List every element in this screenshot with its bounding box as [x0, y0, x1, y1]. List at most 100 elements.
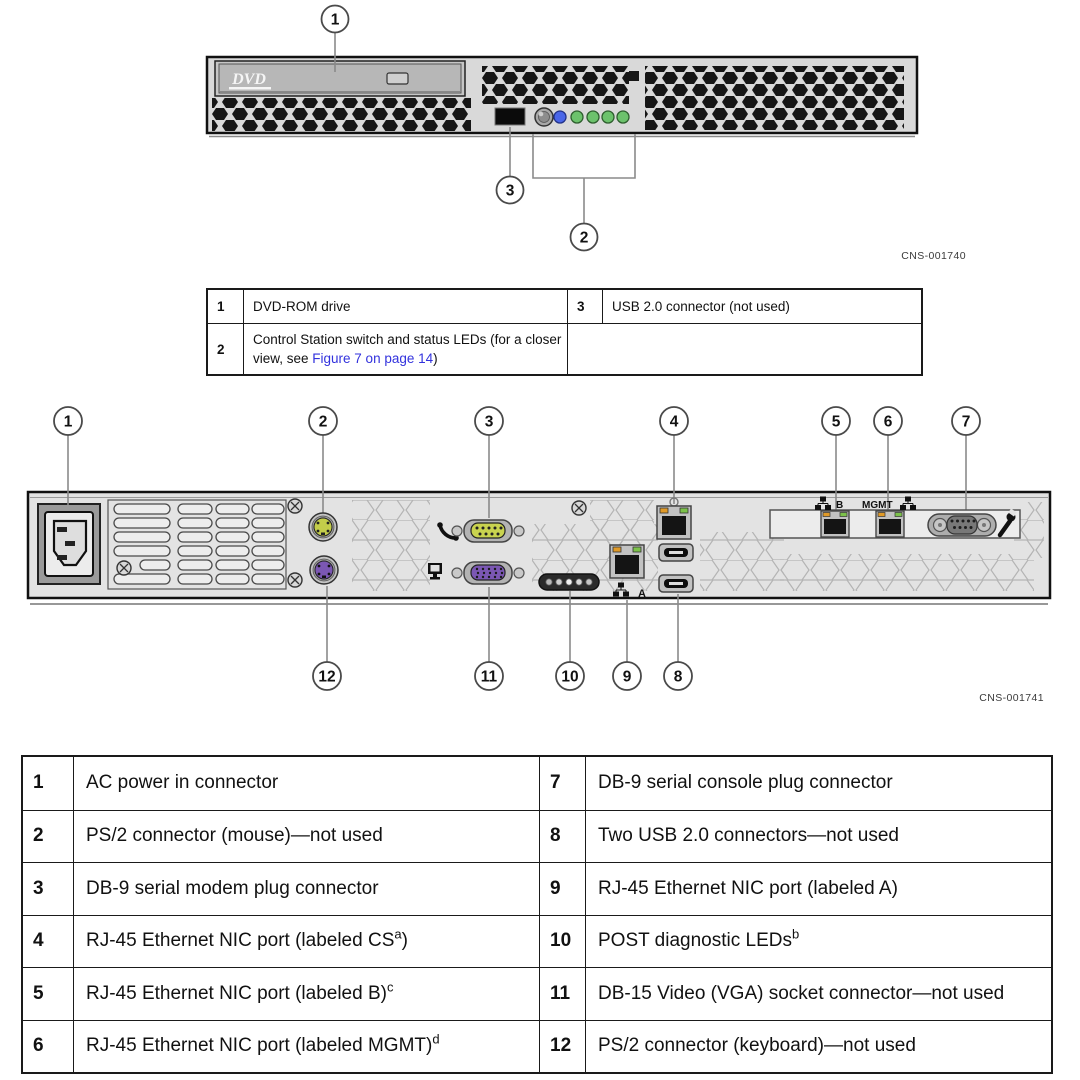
db9-modem-port	[451, 519, 525, 543]
svg-text:2: 2	[580, 230, 589, 247]
table-cell-desc: Control Station switch and status LEDs (…	[243, 323, 567, 374]
front-vent-left	[212, 98, 471, 131]
table-cell-desc: AC power in connector	[73, 757, 539, 810]
callout-5-rear	[821, 406, 851, 436]
table-cell-desc: RJ-45 Ethernet NIC port (labeled MGMT)d	[73, 1019, 539, 1072]
callout-2-rear	[308, 406, 338, 436]
callout-12-rear	[312, 661, 342, 691]
table-cell-desc: RJ-45 Ethernet NIC port (labeled B)c	[73, 967, 539, 1020]
dvd-eject-button	[386, 72, 409, 85]
table-cell-desc: USB 2.0 connector (not used)	[602, 290, 921, 323]
table-cell-num: 10	[539, 914, 585, 967]
callout-6-rear	[873, 406, 903, 436]
callout-7-rear	[951, 406, 981, 436]
dvd-logo: DVD	[231, 71, 266, 88]
callout-2-front	[569, 222, 599, 252]
front-vent-middle	[482, 66, 629, 104]
vent-grille	[107, 499, 287, 590]
table-cell-desc: RJ-45 Ethernet NIC port (labeled A)	[585, 862, 1051, 915]
vga-port	[451, 561, 525, 585]
callout-3-rear	[474, 406, 504, 436]
svg-text:11: 11	[481, 669, 498, 686]
rear-panel-figure: A B MGMT	[26, 406, 1052, 704]
nic-led-green	[679, 507, 689, 514]
rj45-b-port	[820, 510, 850, 538]
front-panel-table: 1 DVD-ROM drive 3 USB 2.0 connector (not…	[206, 288, 923, 376]
front-panel-figure: DVD 1 3	[205, 4, 966, 262]
callout-9-rear	[612, 661, 642, 691]
svg-text:1: 1	[64, 414, 73, 431]
port-label-a: A	[638, 588, 646, 600]
svg-text:1: 1	[331, 12, 340, 29]
table-cell-num: 6	[23, 1019, 73, 1073]
dvd-rom-drive: DVD	[214, 60, 466, 97]
table-cell-desc: PS/2 connector (keyboard)—not used	[585, 1019, 1051, 1072]
table-cell-num: 9	[539, 862, 585, 915]
callout-4-rear	[659, 406, 689, 436]
callout-1-front	[320, 4, 350, 34]
svg-text:3: 3	[506, 183, 515, 200]
nic-led-green	[632, 546, 642, 553]
table-cell-desc: DB-9 serial modem plug connector	[73, 862, 539, 915]
table-cell-desc: RJ-45 Ethernet NIC port (labeled CSa)	[73, 914, 539, 967]
phone-icon	[437, 522, 459, 541]
svg-text:7: 7	[962, 414, 971, 431]
front-usb-port	[494, 107, 526, 126]
table-cell-num: 11	[539, 967, 585, 1020]
table-cell-desc: PS/2 connector (mouse)—not used	[73, 809, 539, 862]
table-cell-num: 3	[567, 290, 602, 323]
svg-text:3: 3	[485, 414, 494, 431]
svg-text:8: 8	[674, 669, 683, 686]
status-leds	[553, 110, 630, 124]
led-green	[616, 110, 630, 124]
rj45-cs-port	[656, 497, 692, 540]
rear-figure-code: CNS-001741	[979, 692, 1044, 704]
table-cell-num: 2	[23, 809, 73, 863]
nic-led-orange	[612, 546, 622, 553]
dvd-logo-underline	[229, 87, 271, 90]
callout-2-bracket	[532, 134, 636, 179]
monitor-icon	[428, 563, 442, 580]
nic-led-orange	[659, 507, 669, 514]
callout-1-rear	[53, 406, 83, 436]
rj45-a-port	[609, 544, 645, 579]
control-station-switch	[534, 107, 554, 127]
table-cell-num: 3	[23, 862, 73, 915]
rear-vent	[780, 554, 1034, 591]
rear-vent	[700, 532, 784, 591]
port-label-mgmt: MGMT	[862, 500, 893, 511]
figure7-link[interactable]: Figure 7 on page 14	[312, 351, 434, 366]
table-cell-num: 5	[23, 967, 73, 1020]
led-green	[570, 110, 584, 124]
table-cell-num: 4	[23, 914, 73, 968]
led-blue	[553, 110, 567, 124]
ps2-keyboard-port	[309, 555, 339, 585]
table-cell-num: 1	[33, 772, 44, 794]
ps2-mouse-port	[308, 512, 338, 542]
table-cell-empty	[567, 323, 921, 374]
callout-11-rear	[474, 661, 504, 691]
screw-icon	[116, 498, 587, 588]
front-figure-code: CNS-001740	[901, 250, 966, 262]
svg-text:2: 2	[319, 414, 328, 431]
callout-8-rear	[663, 661, 693, 691]
table-cell-num: 2	[208, 323, 243, 374]
table-cell-desc: DVD-ROM drive	[243, 290, 567, 323]
ethernet-icon	[900, 496, 916, 510]
front-vent-square	[629, 71, 639, 81]
wrench-icon	[997, 508, 1017, 538]
table-cell-desc: DB-15 Video (VGA) socket connector—not u…	[585, 967, 1051, 1020]
ac-power-connector	[37, 503, 101, 585]
table-cell-num: 1	[217, 299, 225, 314]
table-cell-num: 7	[539, 757, 585, 810]
svg-text:10: 10	[561, 669, 578, 686]
led-green	[601, 110, 615, 124]
svg-text:4: 4	[670, 414, 679, 431]
svg-text:9: 9	[623, 669, 632, 686]
rear-usb-ports	[658, 543, 694, 593]
port-label-b: B	[836, 500, 843, 511]
led-green	[586, 110, 600, 124]
table-cell-num: 8	[539, 809, 585, 862]
post-diagnostic-leds	[538, 573, 600, 591]
